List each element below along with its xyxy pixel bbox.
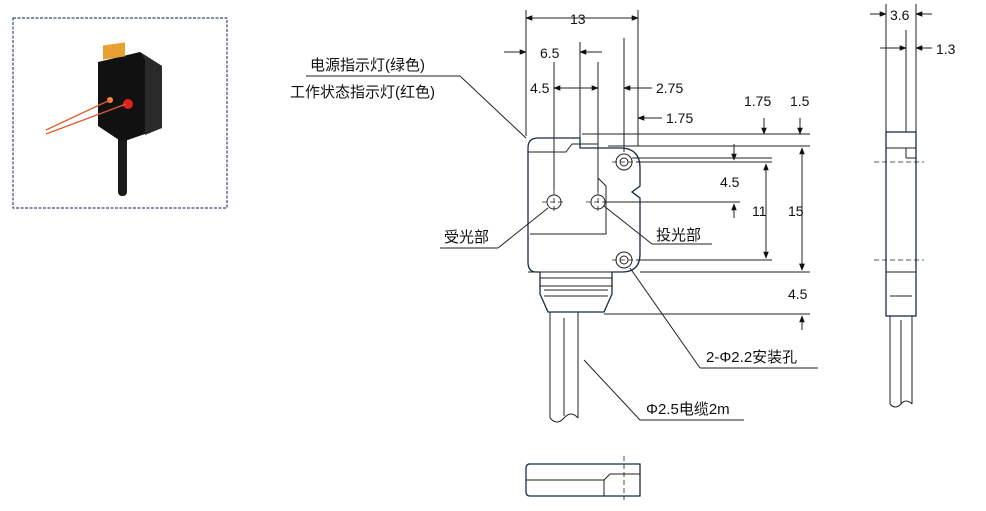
dim-15: 15	[788, 203, 804, 219]
dim-4-5-top: 4.5	[530, 80, 550, 96]
side-view	[870, 4, 932, 408]
leaders	[306, 75, 818, 421]
dim-13: 13	[570, 11, 586, 27]
sensor-photo-icon	[45, 42, 162, 196]
label-receiver: 受光部	[444, 229, 489, 246]
dim-side-3-6: 3.6	[890, 7, 910, 23]
front-dimensions	[504, 10, 810, 330]
dim-1-75-right: 1.75	[666, 110, 693, 126]
label-mount-holes: 2-Φ2.2安装孔	[706, 349, 797, 366]
dim-1-75-top: 1.75	[744, 93, 771, 109]
dim-side-1-3: 1.3	[936, 41, 956, 57]
front-view	[527, 137, 641, 423]
cable	[549, 312, 579, 423]
label-status-indicator: 工作状态指示灯(红色)	[290, 84, 435, 101]
side-body	[885, 131, 917, 317]
bottom-view	[525, 456, 641, 500]
dim-6-5: 6.5	[540, 45, 560, 61]
dim-11: 11	[752, 203, 767, 219]
product-photo	[12, 17, 228, 209]
dim-2-75: 2.75	[656, 80, 683, 96]
cable-grip	[539, 277, 613, 287]
dim-4-5-bottom: 4.5	[788, 286, 808, 302]
dim-4-5-mid: 4.5	[720, 174, 740, 190]
label-emitter: 投光部	[656, 227, 701, 244]
dim-1-5: 1.5	[790, 93, 810, 109]
label-cable: Φ2.5电缆2m	[646, 401, 730, 418]
label-power-indicator: 电源指示灯(绿色)	[310, 57, 425, 74]
